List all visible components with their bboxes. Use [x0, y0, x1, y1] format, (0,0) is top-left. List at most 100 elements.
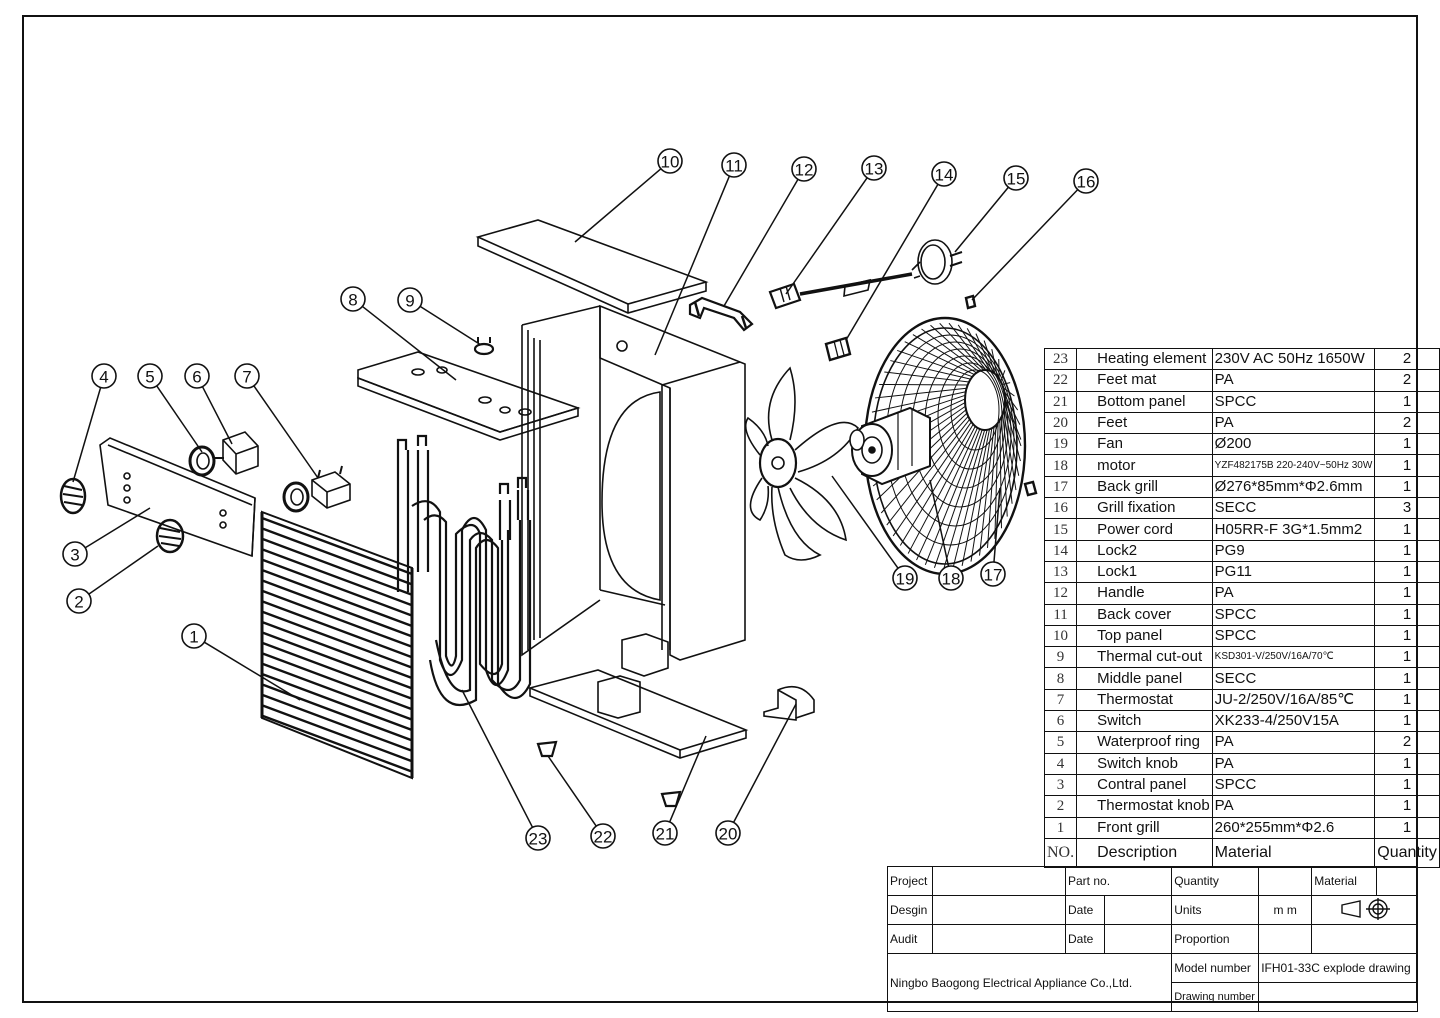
- parts-list-quantity: 1: [1374, 539, 1440, 562]
- parts-list-material: 260*255mm*Φ2.6: [1211, 816, 1376, 839]
- leader-line-16: [971, 189, 1079, 301]
- callout-5: 5: [137, 363, 163, 389]
- parts-list-quantity: 1: [1374, 688, 1440, 712]
- leader-line-12: [723, 178, 799, 307]
- parts-list-material: PA: [1211, 369, 1376, 392]
- proportion-value: [1258, 924, 1313, 954]
- parts-list-quantity: 2: [1374, 347, 1440, 371]
- parts-list-description: Bottom panel: [1076, 390, 1213, 413]
- grill-wire: [970, 428, 993, 562]
- grill-ring: [950, 369, 1000, 451]
- callout-circle: [938, 565, 964, 591]
- leader-line-1: [203, 641, 301, 701]
- callout-13: 13: [861, 155, 887, 181]
- callout-number: 8: [348, 291, 357, 310]
- grill-bar: [261, 610, 413, 669]
- heating-element-part: [396, 434, 532, 706]
- callout-circle: [657, 148, 683, 174]
- parts-list-header: NO. Description Material Quantity: [1043, 837, 1440, 868]
- grill-wire: [921, 328, 980, 372]
- grill-wire: [871, 391, 966, 413]
- callout-19: 19: [892, 565, 918, 591]
- parts-list-description: Handle: [1076, 582, 1213, 605]
- grill-wire: [1003, 410, 1017, 491]
- grill-wire: [952, 429, 988, 569]
- grill-wire: [943, 429, 986, 570]
- leader-line-10: [574, 168, 662, 243]
- callout-number: 14: [935, 166, 954, 185]
- parts-list-description: Lock1: [1076, 560, 1213, 584]
- callout-number: 17: [984, 566, 1003, 585]
- grill-wire: [879, 384, 968, 386]
- callout-9: 9: [397, 287, 423, 313]
- grill-bar: [261, 620, 413, 680]
- parts-list-description: motor: [1076, 454, 1213, 477]
- parts-list-description: Power cord: [1076, 518, 1213, 541]
- parts-list-description: Feet: [1076, 411, 1213, 435]
- parts-list-quantity: 1: [1374, 433, 1440, 456]
- grill-bar: [261, 589, 413, 648]
- parts-list-quantity: 1: [1374, 646, 1440, 669]
- grill-wire: [899, 424, 974, 546]
- grill-bar: [261, 568, 413, 628]
- parts-list-material: PA: [1211, 731, 1376, 754]
- callout-number: 21: [656, 825, 675, 844]
- date-label-1: Date: [1065, 895, 1105, 925]
- callout-circle: [861, 155, 887, 181]
- parts-list-material: PG11: [1211, 560, 1376, 584]
- parts-list-material: 230V AC 50Hz 1650W: [1211, 347, 1376, 371]
- grill-wire: [999, 420, 1002, 529]
- grill-wire: [1004, 398, 1022, 440]
- callout-number: 15: [1007, 170, 1026, 189]
- callout-circle: [91, 363, 117, 389]
- material-label: Material: [1311, 866, 1378, 896]
- leader-line-13: [785, 177, 868, 295]
- grill-wire: [1002, 382, 1011, 386]
- parts-list-material: SECC: [1211, 497, 1376, 520]
- grill-wire: [892, 421, 972, 537]
- callout-circle: [931, 161, 957, 187]
- grill-wire: [975, 333, 994, 373]
- parts-list-description: Thermal cut-out: [1076, 646, 1213, 669]
- thermal-cutout-part: [473, 337, 495, 356]
- fan-blade-part: [744, 366, 859, 561]
- callout-number: 13: [865, 160, 884, 179]
- callout-circle: [791, 156, 817, 182]
- thermostat-part: [311, 465, 351, 509]
- grill-bar: [261, 641, 413, 700]
- parts-list-material: PA: [1211, 582, 1376, 605]
- projection-symbol: [1311, 895, 1418, 925]
- grill-wire: [886, 418, 971, 526]
- leader-line-15: [954, 186, 1009, 253]
- callout-circle: [234, 363, 260, 389]
- header-quantity: Quantity: [1374, 837, 1440, 868]
- parts-list-quantity: 2: [1374, 369, 1440, 392]
- parts-list-material: SECC: [1211, 667, 1376, 690]
- callout-number: 9: [405, 292, 414, 311]
- parts-list-no: 8: [1043, 667, 1078, 690]
- company-name: Ningbo Baogong Electrical Appliance Co.,…: [886, 953, 1173, 1012]
- parts-list-description: Front grill: [1076, 816, 1213, 839]
- callout-number: 7: [242, 368, 251, 387]
- grill-wire: [986, 424, 997, 549]
- switch-knob-part: [59, 477, 87, 515]
- parts-list-material: PA: [1211, 795, 1376, 818]
- parts-list-description: Top panel: [1076, 624, 1213, 648]
- grill-wire: [1004, 403, 1021, 462]
- callout-8: 8: [340, 286, 366, 312]
- callout-23: 23: [525, 825, 551, 851]
- project-label: Project: [887, 866, 933, 896]
- parts-list-quantity: 1: [1374, 560, 1440, 584]
- callout-18: 18: [938, 565, 964, 591]
- callout-circle: [397, 287, 423, 313]
